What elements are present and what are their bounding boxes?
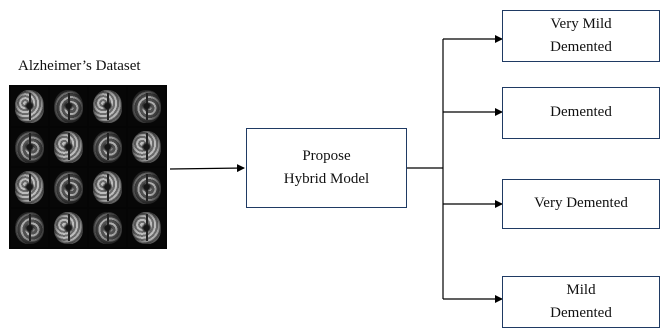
output-demented: Demented bbox=[502, 87, 660, 139]
hybrid-model-box: Propose Hybrid Model bbox=[246, 128, 407, 208]
output-label-line1: Very Mild bbox=[550, 15, 612, 32]
output-label-line1: Mild bbox=[566, 281, 596, 298]
output-mild-demented: Mild Demented bbox=[502, 276, 660, 328]
output-label-line1: Demented bbox=[550, 104, 612, 121]
model-label-line1: Propose bbox=[302, 147, 351, 164]
dataset-title: Alzheimer’s Dataset bbox=[18, 58, 141, 74]
output-very-mild-demented: Very Mild Demented bbox=[502, 10, 660, 62]
mri-slice bbox=[128, 208, 165, 247]
mri-slice bbox=[128, 87, 165, 126]
mri-slice bbox=[11, 168, 48, 207]
mri-slice bbox=[89, 208, 126, 247]
mri-slice bbox=[128, 168, 165, 207]
mri-slice bbox=[50, 127, 87, 166]
model-label-line2: Hybrid Model bbox=[283, 171, 370, 187]
mri-slice bbox=[128, 127, 165, 166]
arrow-dataset-to-model bbox=[169, 164, 245, 173]
mri-slice bbox=[50, 208, 87, 247]
mri-slice bbox=[89, 127, 126, 166]
mri-slice bbox=[89, 87, 126, 126]
mri-slice bbox=[89, 168, 126, 207]
output-label-line1: Very Demented bbox=[534, 195, 628, 212]
output-very-demented: Very Demented bbox=[502, 179, 660, 229]
output-label-line2: Demented bbox=[550, 305, 612, 321]
mri-slice bbox=[11, 127, 48, 166]
mri-slice bbox=[50, 168, 87, 207]
output-label-line2: Demented bbox=[550, 39, 612, 55]
mri-slice bbox=[11, 87, 48, 126]
mri-slice bbox=[50, 87, 87, 126]
mri-slice bbox=[11, 208, 48, 247]
mri-image-grid bbox=[9, 85, 167, 249]
